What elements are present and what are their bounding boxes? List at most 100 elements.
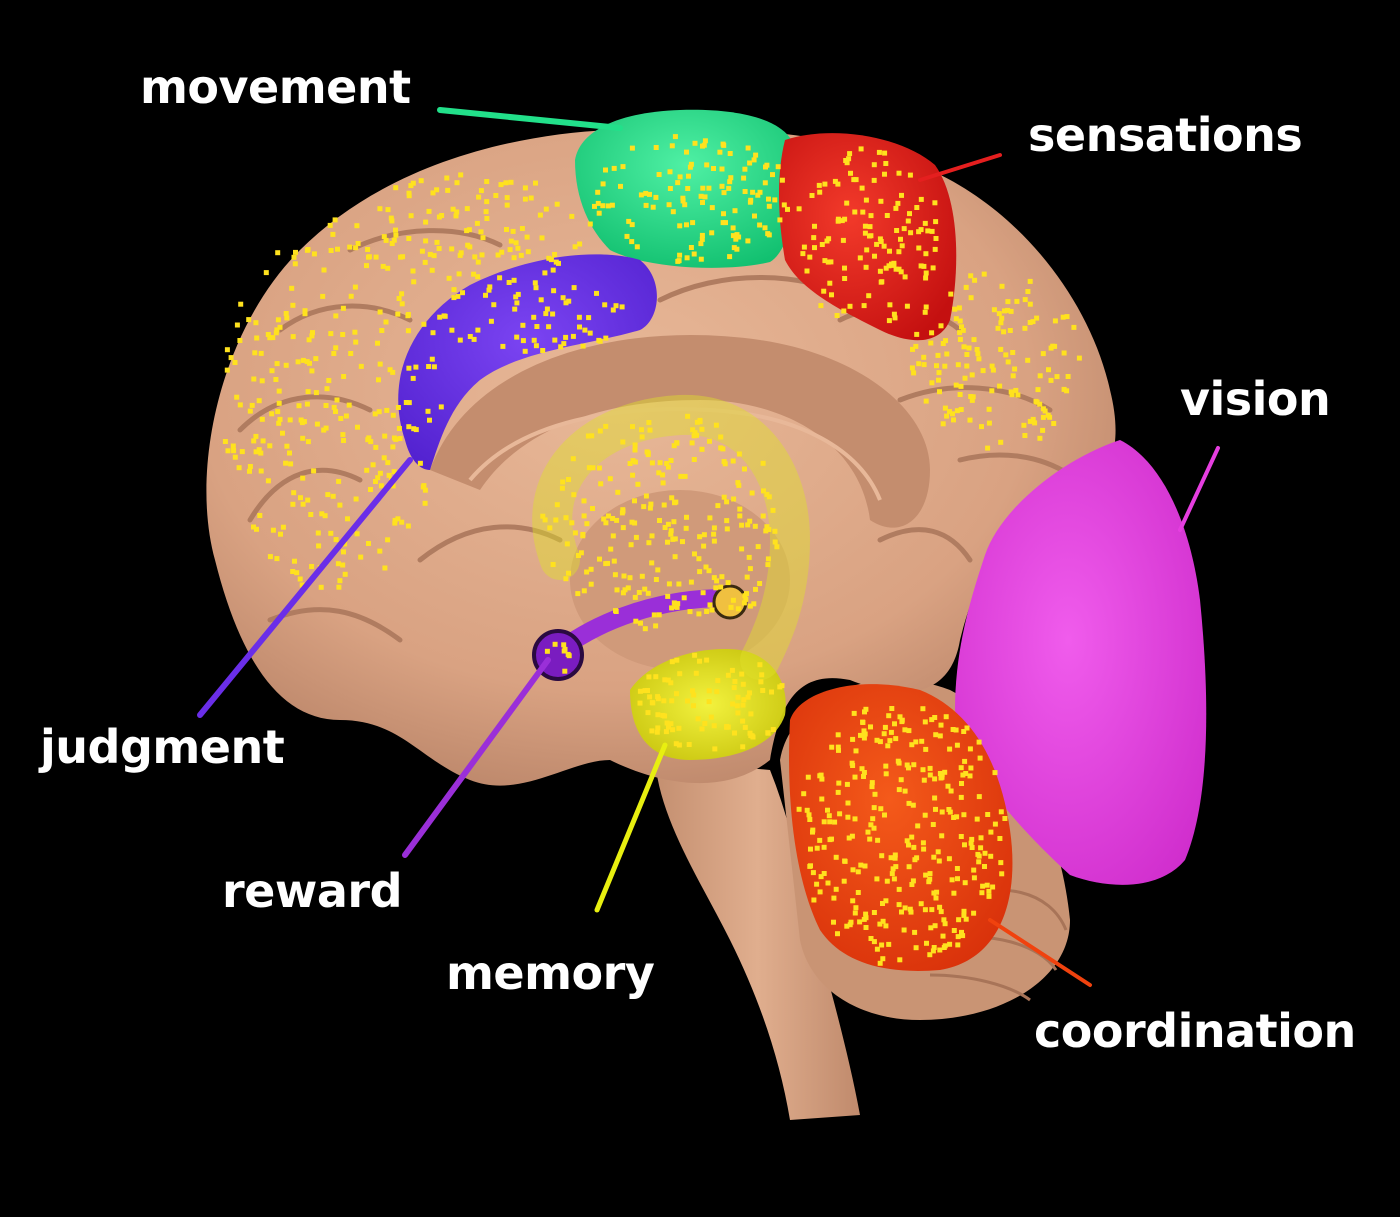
activity-dot [313, 390, 319, 396]
activity-dot [569, 520, 575, 526]
activity-dot [980, 368, 986, 374]
activity-dot [426, 208, 432, 214]
activity-dot [951, 417, 956, 423]
activity-dot [893, 864, 899, 870]
activity-dot [566, 298, 572, 304]
activity-dot [879, 279, 885, 285]
activity-dot [597, 428, 603, 434]
activity-dot [746, 554, 752, 560]
activity-dot [811, 235, 817, 241]
activity-dot [911, 762, 917, 768]
activity-dot [715, 503, 721, 509]
activity-dot [629, 222, 635, 228]
activity-dot [674, 440, 680, 446]
activity-dot [460, 290, 465, 296]
activity-dot [431, 364, 437, 370]
activity-dot [538, 297, 544, 303]
activity-dot [747, 690, 752, 696]
activity-dot [450, 206, 456, 212]
activity-dot [930, 265, 936, 271]
activity-dot [731, 245, 737, 251]
activity-dot [698, 241, 704, 247]
sensations-label: sensations [1028, 108, 1303, 162]
activity-dot [708, 714, 714, 720]
activity-dot [543, 311, 549, 317]
activity-dot [934, 363, 939, 369]
activity-dot [622, 587, 628, 593]
activity-dot [909, 365, 915, 371]
activity-dot [766, 527, 772, 532]
activity-dot [910, 802, 916, 808]
activity-dot [954, 408, 960, 414]
activity-dot [655, 725, 661, 731]
activity-dot [430, 330, 436, 336]
activity-dot [748, 733, 754, 739]
activity-dot [274, 327, 280, 333]
activity-dot [966, 345, 972, 351]
activity-dot [586, 465, 592, 471]
activity-dot [397, 436, 403, 441]
activity-dot [735, 606, 741, 612]
activity-dot [899, 243, 905, 249]
activity-dot [976, 356, 982, 362]
activity-dot [385, 265, 391, 271]
activity-dot [844, 781, 850, 787]
activity-dot [566, 570, 571, 576]
activity-dot [677, 671, 683, 677]
activity-dot [986, 888, 992, 894]
activity-dot [571, 492, 577, 498]
activity-dot [931, 890, 937, 896]
activity-dot [354, 531, 360, 537]
activity-dot [453, 213, 459, 219]
activity-dot [958, 834, 964, 839]
activity-dot [327, 222, 333, 228]
activity-dot [933, 806, 938, 812]
activity-dot [373, 254, 379, 260]
activity-dot [287, 417, 293, 423]
activity-dot [259, 416, 265, 422]
activity-dot [276, 400, 282, 406]
activity-dot [276, 388, 282, 394]
activity-dot [772, 528, 778, 534]
activity-dot [949, 877, 955, 883]
activity-dot [844, 923, 850, 929]
activity-dot [872, 791, 878, 797]
activity-dot [943, 338, 948, 344]
activity-dot [260, 438, 266, 444]
activity-dot [741, 697, 747, 703]
activity-dot [683, 525, 689, 531]
activity-dot [464, 228, 470, 234]
activity-dot [812, 245, 817, 251]
activity-dot [639, 427, 644, 433]
activity-dot [300, 501, 306, 507]
activity-dot [923, 275, 929, 281]
activity-dot [762, 180, 768, 186]
activity-dot [929, 228, 935, 234]
activity-dot [232, 360, 238, 365]
activity-dot [984, 882, 990, 888]
vision-leader-line [1178, 446, 1220, 532]
activity-dot [998, 439, 1004, 445]
activity-dot [692, 140, 698, 146]
activity-dot [533, 343, 539, 349]
activity-dot [633, 534, 639, 540]
activity-dot [333, 345, 339, 351]
activity-dot [649, 533, 655, 539]
activity-dot [427, 417, 432, 423]
activity-dot [514, 334, 520, 340]
activity-dot [858, 732, 863, 738]
activity-dot [962, 842, 967, 848]
activity-dot [742, 724, 748, 730]
activity-dot [726, 185, 732, 191]
activity-dot [1046, 367, 1051, 373]
activity-dot [666, 202, 672, 208]
activity-dot [247, 468, 252, 474]
activity-dot [314, 421, 320, 427]
activity-dot [997, 383, 1003, 389]
activity-dot [853, 748, 859, 754]
activity-dot [478, 229, 484, 235]
activity-dot [676, 742, 682, 748]
activity-dot [646, 420, 652, 425]
activity-dot [1001, 329, 1007, 335]
activity-dot [596, 210, 602, 216]
